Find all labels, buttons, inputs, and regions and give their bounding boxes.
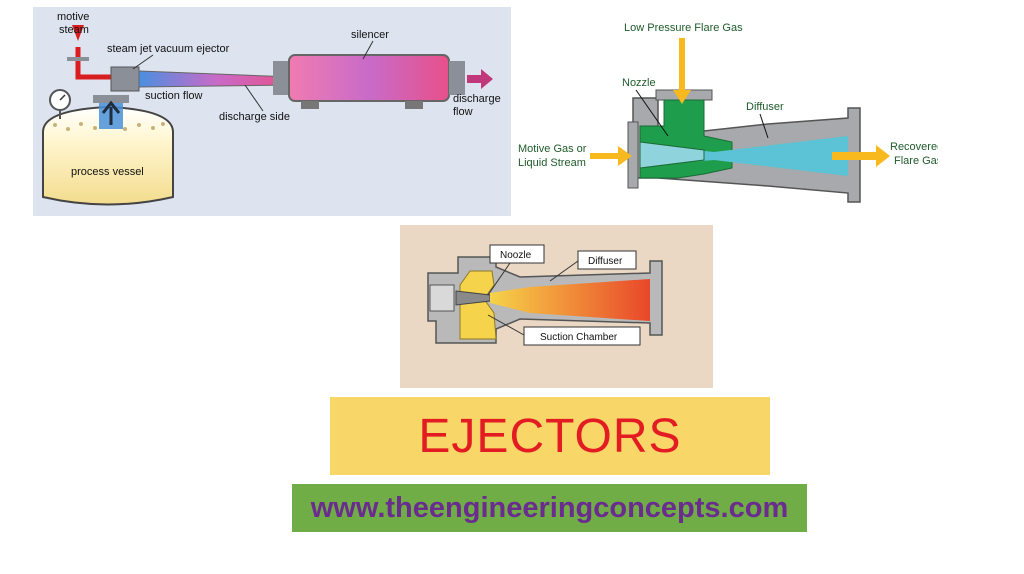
- ejector-body: [110, 66, 140, 92]
- flow-jet: [490, 279, 650, 321]
- motive-inlet: [429, 284, 455, 312]
- silencer-label: silencer: [351, 29, 389, 41]
- low-pressure-arrow-icon: [673, 38, 691, 104]
- page-title: EJECTORS: [418, 409, 682, 463]
- suction-chamber-label: Suction Chamber: [540, 332, 618, 343]
- diffuser-label: Diffuser: [588, 256, 623, 267]
- nozzle-callout: Noozle: [487, 244, 545, 296]
- motive-label-line1: Motive Gas or: [518, 143, 587, 155]
- recovered-arrow-icon: [832, 145, 890, 167]
- pressure-gauge-icon: [49, 89, 71, 119]
- title-banner: EJECTORS: [330, 397, 770, 475]
- nozzle: [639, 141, 705, 169]
- steam-valve: [67, 57, 89, 61]
- motive-label-line2: steam: [59, 24, 89, 36]
- motive-steam-arrow-icon: [72, 25, 84, 41]
- flare-gas-ejector-diagram: Low Pressure Flare Gas Nozzle Diffuser M…: [518, 18, 943, 208]
- url-banner: www.theengineeringconcepts.com: [292, 484, 807, 532]
- recovered-label-line2: Flare Gas: [894, 155, 938, 167]
- silencer: [273, 54, 465, 109]
- discharge-side-label: discharge side: [219, 111, 290, 123]
- website-url: www.theengineeringconcepts.com: [310, 491, 789, 524]
- ejector-label: steam jet vacuum ejector: [107, 43, 230, 55]
- motive-label-line1: motive: [57, 11, 89, 23]
- ejector-cross-section: Noozle Diffuser Suction Chamber: [400, 225, 713, 388]
- suction-arrow-icon: [101, 100, 121, 125]
- motive-label-line2: Liquid Stream: [518, 157, 586, 169]
- nozzle-label: Nozzle: [622, 77, 656, 89]
- nozzle-label: Noozle: [500, 250, 532, 261]
- mixed-flow: [642, 136, 848, 176]
- discharge-flow-line2: flow: [453, 106, 473, 118]
- process-vessel-label: process vessel: [71, 166, 144, 178]
- motive-arrow-icon: [590, 146, 632, 166]
- steam-ejector-diagram: process vessel motive steam stea: [33, 7, 511, 216]
- discharge-arrow-icon: [467, 69, 493, 89]
- jet-diffuser: [138, 70, 294, 88]
- process-vessel: process vessel: [42, 105, 174, 206]
- diffuser-callout: Diffuser: [549, 250, 637, 282]
- suction-flow-label: suction flow: [145, 90, 203, 102]
- diffuser-label: Diffuser: [746, 101, 784, 113]
- discharge-flow-line1: discharge: [453, 93, 501, 105]
- valve-flange: [93, 95, 129, 103]
- low-pressure-label: Low Pressure Flare Gas: [624, 22, 743, 34]
- suction-chamber-callout: Suction Chamber: [487, 314, 641, 346]
- recovered-label-line1: Recovered: [890, 141, 938, 153]
